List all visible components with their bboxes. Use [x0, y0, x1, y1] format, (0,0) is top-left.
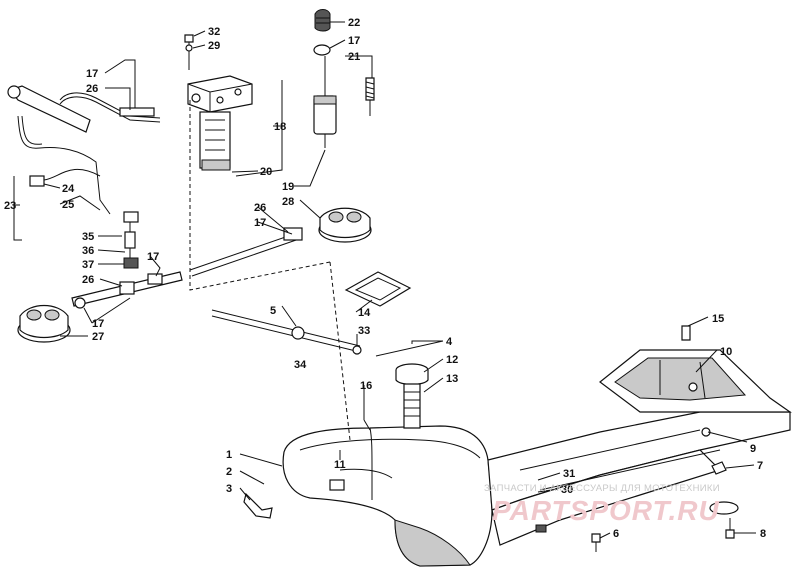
leader-lines: [13, 21, 756, 539]
callout-15: 15: [712, 313, 724, 325]
callout-17: 17: [348, 35, 360, 47]
callout-16: 16: [360, 380, 372, 392]
callout-31: 31: [563, 468, 575, 480]
callout-28: 28: [282, 196, 294, 208]
bolt-32: [184, 34, 194, 70]
callout-9: 9: [750, 443, 756, 455]
callout-10: 10: [720, 346, 732, 358]
callout-5: 5: [270, 305, 276, 317]
callout-labels: 22 17 21 32 29 17 26 18 20 19 28 24 25 2…: [4, 17, 766, 540]
callout-17: 17: [92, 318, 104, 330]
callout-1: 1: [226, 449, 232, 461]
callout-19: 19: [282, 181, 294, 193]
callout-12: 12: [446, 354, 458, 366]
callout-33: 33: [358, 325, 370, 337]
fuel-pump-assembly: [187, 75, 253, 171]
callout-18: 18: [274, 121, 286, 133]
callout-32: 32: [208, 26, 220, 38]
callout-17: 17: [254, 217, 266, 229]
sender-unit-28: [318, 207, 372, 243]
callout-26: 26: [86, 83, 98, 95]
callout-23: 23: [4, 200, 16, 212]
callout-22: 22: [348, 17, 360, 29]
filler-cap: [395, 363, 429, 429]
gasket-14: [344, 271, 412, 307]
callout-27: 27: [92, 331, 104, 343]
watermark: ЗАПЧАСТИ И АКСЕССУАРЫ ДЛЯ МОТОТЕХНИКИ PA…: [484, 483, 720, 526]
callout-34: 34: [294, 359, 307, 371]
connector-stack: [123, 211, 139, 269]
watermark-brand-logo: PARTSPORT.RU: [492, 495, 720, 526]
callout-14: 14: [358, 307, 371, 319]
callout-25: 25: [62, 199, 74, 211]
callout-3: 3: [226, 483, 232, 495]
callout-20: 20: [260, 166, 272, 178]
fuel-lines-lower: [71, 227, 303, 309]
in-tank-pump: [313, 9, 375, 148]
fuel-lines-upper: [7, 85, 161, 215]
callout-36: 36: [82, 245, 94, 257]
callout-29: 29: [208, 40, 220, 52]
callout-17: 17: [86, 68, 98, 80]
callout-11: 11: [334, 459, 346, 471]
callout-26: 26: [82, 274, 94, 286]
fuel-tank: [282, 425, 493, 567]
callout-21: 21: [348, 51, 360, 63]
callout-17: 17: [147, 251, 159, 263]
watermark-caption: ЗАПЧАСТИ И АКСЕССУАРЫ ДЛЯ МОТОТЕХНИКИ: [484, 483, 720, 494]
hardware-right: [591, 325, 739, 552]
callout-35: 35: [82, 231, 94, 243]
callout-37: 37: [82, 259, 94, 271]
callout-4: 4: [446, 336, 453, 348]
callout-13: 13: [446, 373, 458, 385]
callout-7: 7: [757, 460, 763, 472]
chassis-tunnel: [487, 349, 792, 546]
sender-unit-27: [17, 304, 71, 343]
bracket-3: [243, 492, 273, 519]
vent-line-5: [211, 309, 362, 355]
callout-8: 8: [760, 528, 766, 540]
callout-2: 2: [226, 466, 232, 478]
callout-24: 24: [62, 183, 75, 195]
callout-30: 30: [561, 484, 573, 496]
callout-26: 26: [254, 202, 266, 214]
callout-6: 6: [613, 528, 619, 540]
